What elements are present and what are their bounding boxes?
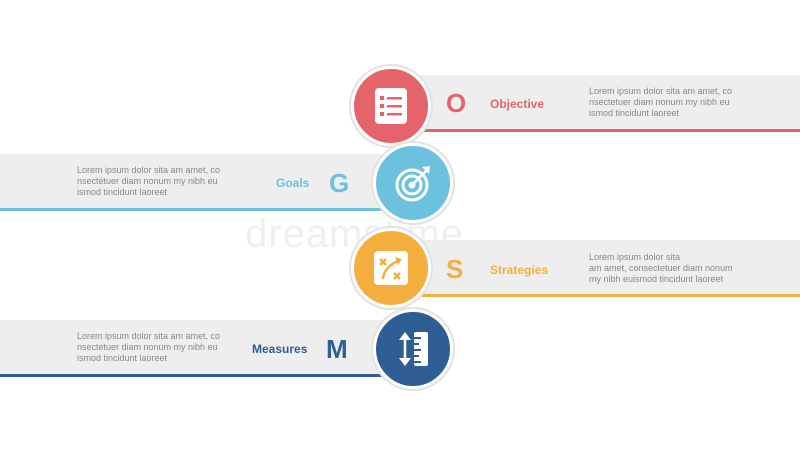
description-line: Lorem ipsum dolor sita am amet, co — [589, 86, 733, 96]
strategies-description: Lorem ipsum dolor sita am amet, consecte… — [589, 252, 739, 285]
goals-description: Lorem ipsum dolor sita am amet, co nsect… — [77, 165, 227, 198]
list-icon — [375, 88, 407, 124]
ruler-icon — [399, 332, 428, 366]
description-line: ismod tincidunt laoreet — [589, 108, 680, 118]
objective-description: Lorem ipsum dolor sita am amet, co nsect… — [589, 86, 739, 119]
objective-band — [388, 75, 800, 132]
goals-band — [0, 154, 412, 211]
measures-description: Lorem ipsum dolor sita am amet, co nsect… — [77, 331, 227, 364]
goals-letter: G — [329, 168, 350, 198]
description-line: my nibh euismod tincidunt laoreet — [589, 274, 724, 284]
strategies-band — [388, 240, 800, 297]
objective-underline — [388, 129, 800, 132]
description-line: ismod tincidunt laoreet — [77, 353, 168, 363]
measures-underline — [0, 374, 412, 377]
strategy-icon — [374, 251, 408, 285]
objective-letter: O — [446, 88, 467, 118]
goals-label: Goals — [276, 176, 310, 190]
measures-circle — [373, 309, 453, 389]
objective-label: Objective — [490, 97, 545, 111]
description-line: nsectetuer diam nonum my nibh eu — [589, 97, 730, 107]
strategies-label: Strategies — [490, 263, 549, 277]
description-line: am amet, consectetuer diam nonum — [589, 263, 733, 273]
goals-circle — [373, 143, 453, 223]
description-line: ismod tincidunt laoreet — [77, 187, 168, 197]
strategies-letter: S — [446, 254, 464, 284]
description-line: Lorem ipsum dolor sita — [589, 252, 681, 262]
strategies-underline — [388, 294, 800, 297]
description-line: Lorem ipsum dolor sita am amet, co — [77, 165, 221, 175]
objective-circle — [351, 66, 431, 146]
target-icon — [395, 166, 430, 202]
measures-band — [0, 320, 412, 377]
goals-underline — [0, 208, 412, 211]
measures-letter: M — [326, 334, 348, 364]
description-line: nsectetuer diam nonum my nibh eu — [77, 342, 218, 352]
description-line: nsectetuer diam nonum my nibh eu — [77, 176, 218, 186]
strategies-circle — [351, 228, 431, 308]
measures-label: Measures — [252, 342, 308, 356]
description-line: Lorem ipsum dolor sita am amet, co — [77, 331, 221, 341]
